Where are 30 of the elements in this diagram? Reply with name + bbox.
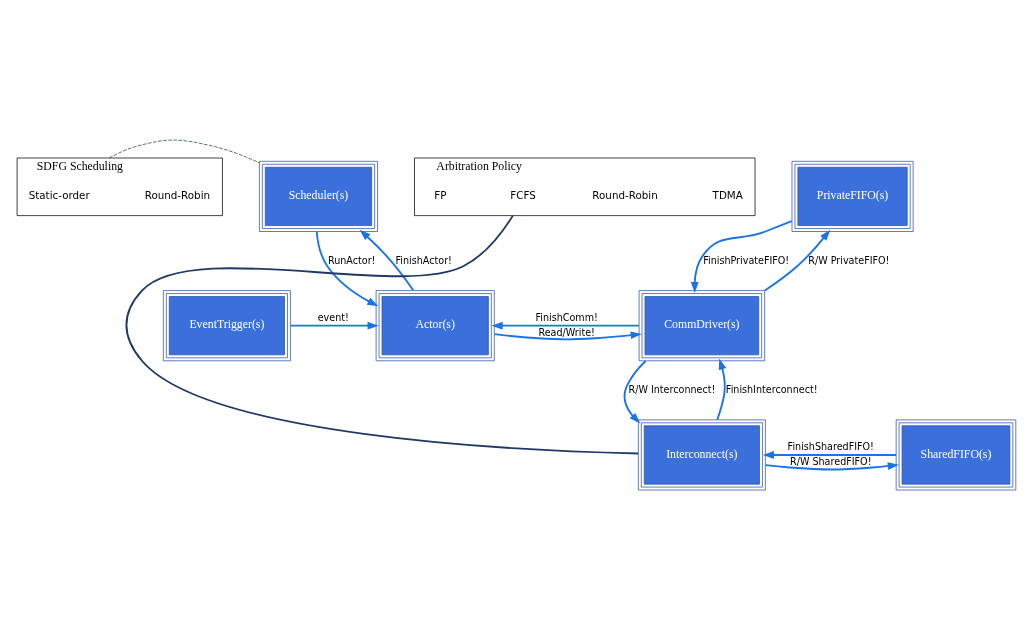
connector <box>125 214 640 455</box>
arrow <box>763 229 831 292</box>
node-text: Round-Robin <box>144 189 211 202</box>
arrow <box>623 360 647 424</box>
node-text: Round-Robin <box>592 189 658 202</box>
edge-label: FinishSharedFIFO! <box>787 441 874 453</box>
connector <box>108 139 260 164</box>
edge-label: event! <box>317 311 349 323</box>
arrow <box>491 321 640 330</box>
edge-label: FinishActor! <box>395 254 452 266</box>
node-text: Static-order <box>28 189 90 202</box>
arrow <box>359 229 415 292</box>
arrow <box>315 230 379 307</box>
node-text: TDMA <box>712 189 743 202</box>
edge-label: Read/Write! <box>538 326 595 338</box>
edge-label: R/W Interconnect! <box>628 383 716 395</box>
node-text: FP <box>434 189 447 202</box>
arrow <box>690 220 793 294</box>
arrow <box>289 321 379 330</box>
arrow <box>716 358 727 421</box>
edge-label: R/W PrivateFIFO! <box>808 254 890 266</box>
edge-label: FinishPrivateFIFO! <box>703 254 790 266</box>
arrow <box>762 451 897 459</box>
edge-label: R/W SharedFIFO! <box>790 455 872 467</box>
arrow <box>493 331 642 341</box>
edge-label: FinishInterconnect! <box>725 383 818 395</box>
edge-label: FinishComm! <box>535 311 598 323</box>
edge-label: RunActor! <box>327 254 376 266</box>
node-text: FCFS <box>510 189 536 202</box>
arrow <box>764 462 899 471</box>
